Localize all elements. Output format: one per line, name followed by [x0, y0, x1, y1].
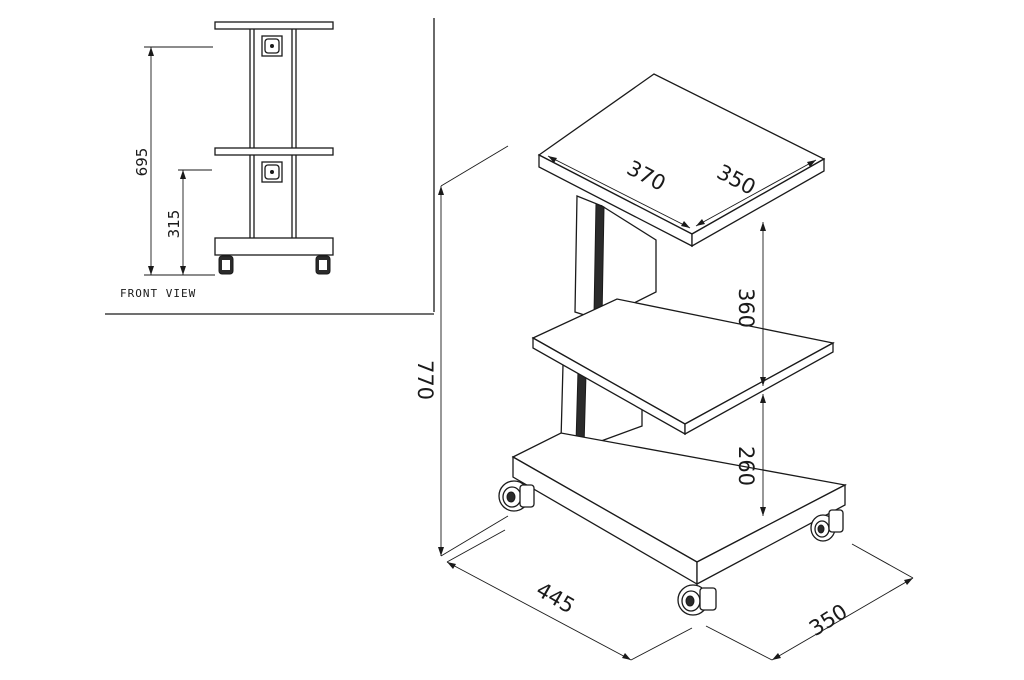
front-caster-right [315, 255, 331, 275]
iso-dim-350-base [705, 543, 914, 661]
front-top-shelf [214, 21, 334, 30]
iso-dim-350-base-label: 350 [805, 599, 852, 641]
front-socket-upper [261, 35, 283, 57]
iso-base [511, 432, 847, 586]
front-middle-shelf [214, 147, 334, 156]
front-dim-315 [178, 169, 212, 275]
front-dim-695 [144, 46, 215, 276]
iso-dim-770 [438, 145, 509, 557]
iso-caster-front-left [498, 480, 535, 512]
front-dim-695-label: 695 [133, 148, 151, 177]
iso-dim-260 [760, 394, 766, 516]
iso-caster-back-right [810, 509, 844, 542]
front-column [249, 29, 297, 238]
iso-dim-445 [446, 529, 693, 661]
isometric-view: 370 350 360 260 770 [413, 73, 914, 661]
iso-column [560, 195, 657, 449]
front-view: 695 315 FRONT VIEW [105, 18, 435, 315]
iso-dim-360-label: 360 [734, 288, 758, 328]
iso-dim-770-label: 770 [413, 360, 437, 400]
iso-middle-shelf [531, 298, 835, 436]
iso-top-shelf [537, 73, 826, 248]
iso-dim-260-label: 260 [734, 446, 758, 486]
iso-caster-front-right [677, 584, 717, 616]
front-caster-left [218, 255, 234, 275]
front-dim-315-label: 315 [165, 210, 183, 239]
front-base [214, 237, 334, 256]
front-view-label: FRONT VIEW [120, 287, 196, 300]
iso-dim-360 [760, 222, 766, 386]
front-socket-lower [261, 161, 283, 183]
iso-dim-445-label: 445 [532, 578, 579, 619]
